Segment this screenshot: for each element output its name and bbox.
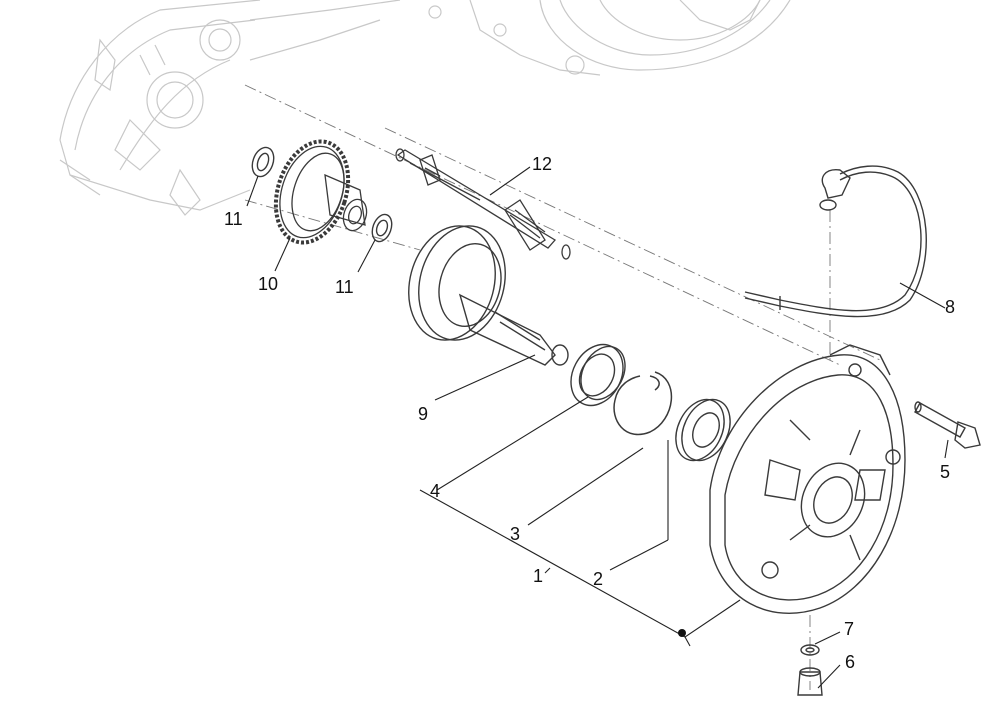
callout-7: 7 [844, 619, 854, 639]
callout-4: 4 [430, 481, 440, 501]
part-4-oil-seal [570, 343, 626, 407]
part-8-sensor-cable [744, 165, 927, 318]
callout-1: 1 [533, 566, 543, 586]
part-11-washer-lower [371, 213, 393, 243]
callout-10: 10 [258, 274, 278, 294]
part-3-circlip [613, 371, 672, 436]
callout-5: 5 [940, 462, 950, 482]
callout-11-upper: 11 [224, 209, 243, 229]
ghost-engine-casing [59, 0, 791, 216]
callout-11-lower: 11 [335, 277, 354, 297]
callout-labels: 1 2 3 4 5 6 7 8 9 10 11 11 12 [224, 154, 955, 672]
callout-2: 2 [593, 569, 603, 589]
part-11-washer-upper [251, 146, 275, 178]
callout-8: 8 [945, 297, 955, 317]
callout-leader-lines [246, 166, 949, 689]
callout-3: 3 [510, 524, 520, 544]
part-9-pulley-shaft [408, 225, 569, 366]
part-10-gear [273, 139, 368, 245]
part-2-bearing [675, 398, 731, 462]
part-7-washer [800, 644, 820, 656]
part-5-bolt [914, 401, 981, 449]
assembly-reference-dot [678, 629, 686, 637]
callout-6: 6 [845, 652, 855, 672]
callout-9: 9 [418, 404, 428, 424]
part-1-transmission-cover [709, 344, 906, 614]
part-12-shaft [395, 148, 571, 260]
part-6-screw [797, 667, 823, 696]
callout-12: 12 [532, 154, 552, 174]
